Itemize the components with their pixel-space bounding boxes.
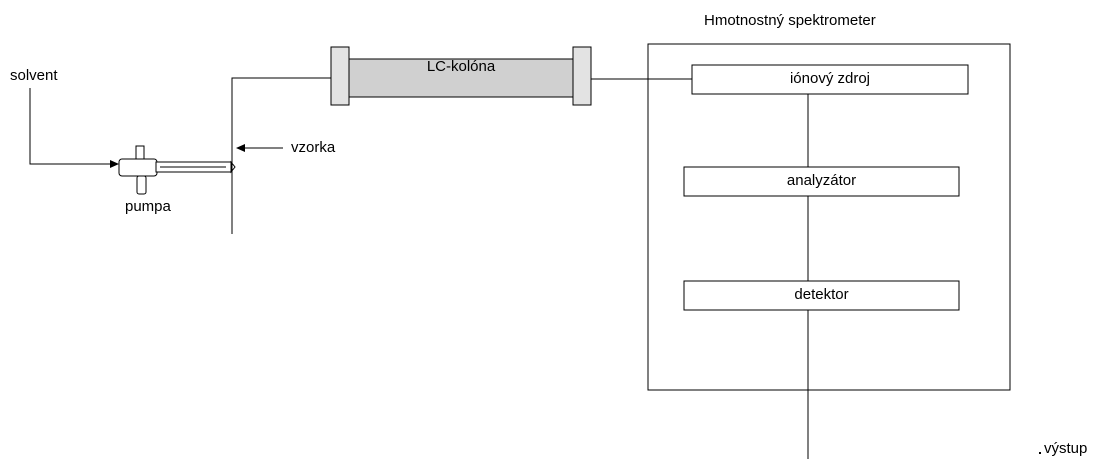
mass-spectrometer-title: Hmotnostný spektrometer: [704, 12, 876, 29]
solvent-label: solvent: [10, 67, 58, 84]
pump-icon: [118, 145, 236, 195]
ion-source-label: iónový zdroj: [789, 70, 871, 87]
lc-column: [330, 46, 592, 106]
sample-label: vzorka: [291, 139, 336, 156]
analyzer-label: analyzátor: [786, 172, 857, 189]
column-label: LC-kolóna: [426, 58, 496, 75]
detector-label: detektor: [794, 286, 849, 303]
detector-box: [683, 280, 960, 311]
output-label: výstup: [1044, 440, 1088, 457]
solvent-line: [29, 88, 112, 165]
pump-label: pumpa: [125, 198, 171, 215]
ion-source-box: [691, 64, 969, 95]
solvent-arrowhead: [110, 160, 119, 168]
flow-line-to-column: [231, 77, 332, 234]
sample-arrowhead: [236, 144, 245, 152]
output-mark: [1039, 452, 1041, 454]
analyzer-box: [683, 166, 960, 197]
mass-spectrometer-box: [647, 43, 1011, 391]
